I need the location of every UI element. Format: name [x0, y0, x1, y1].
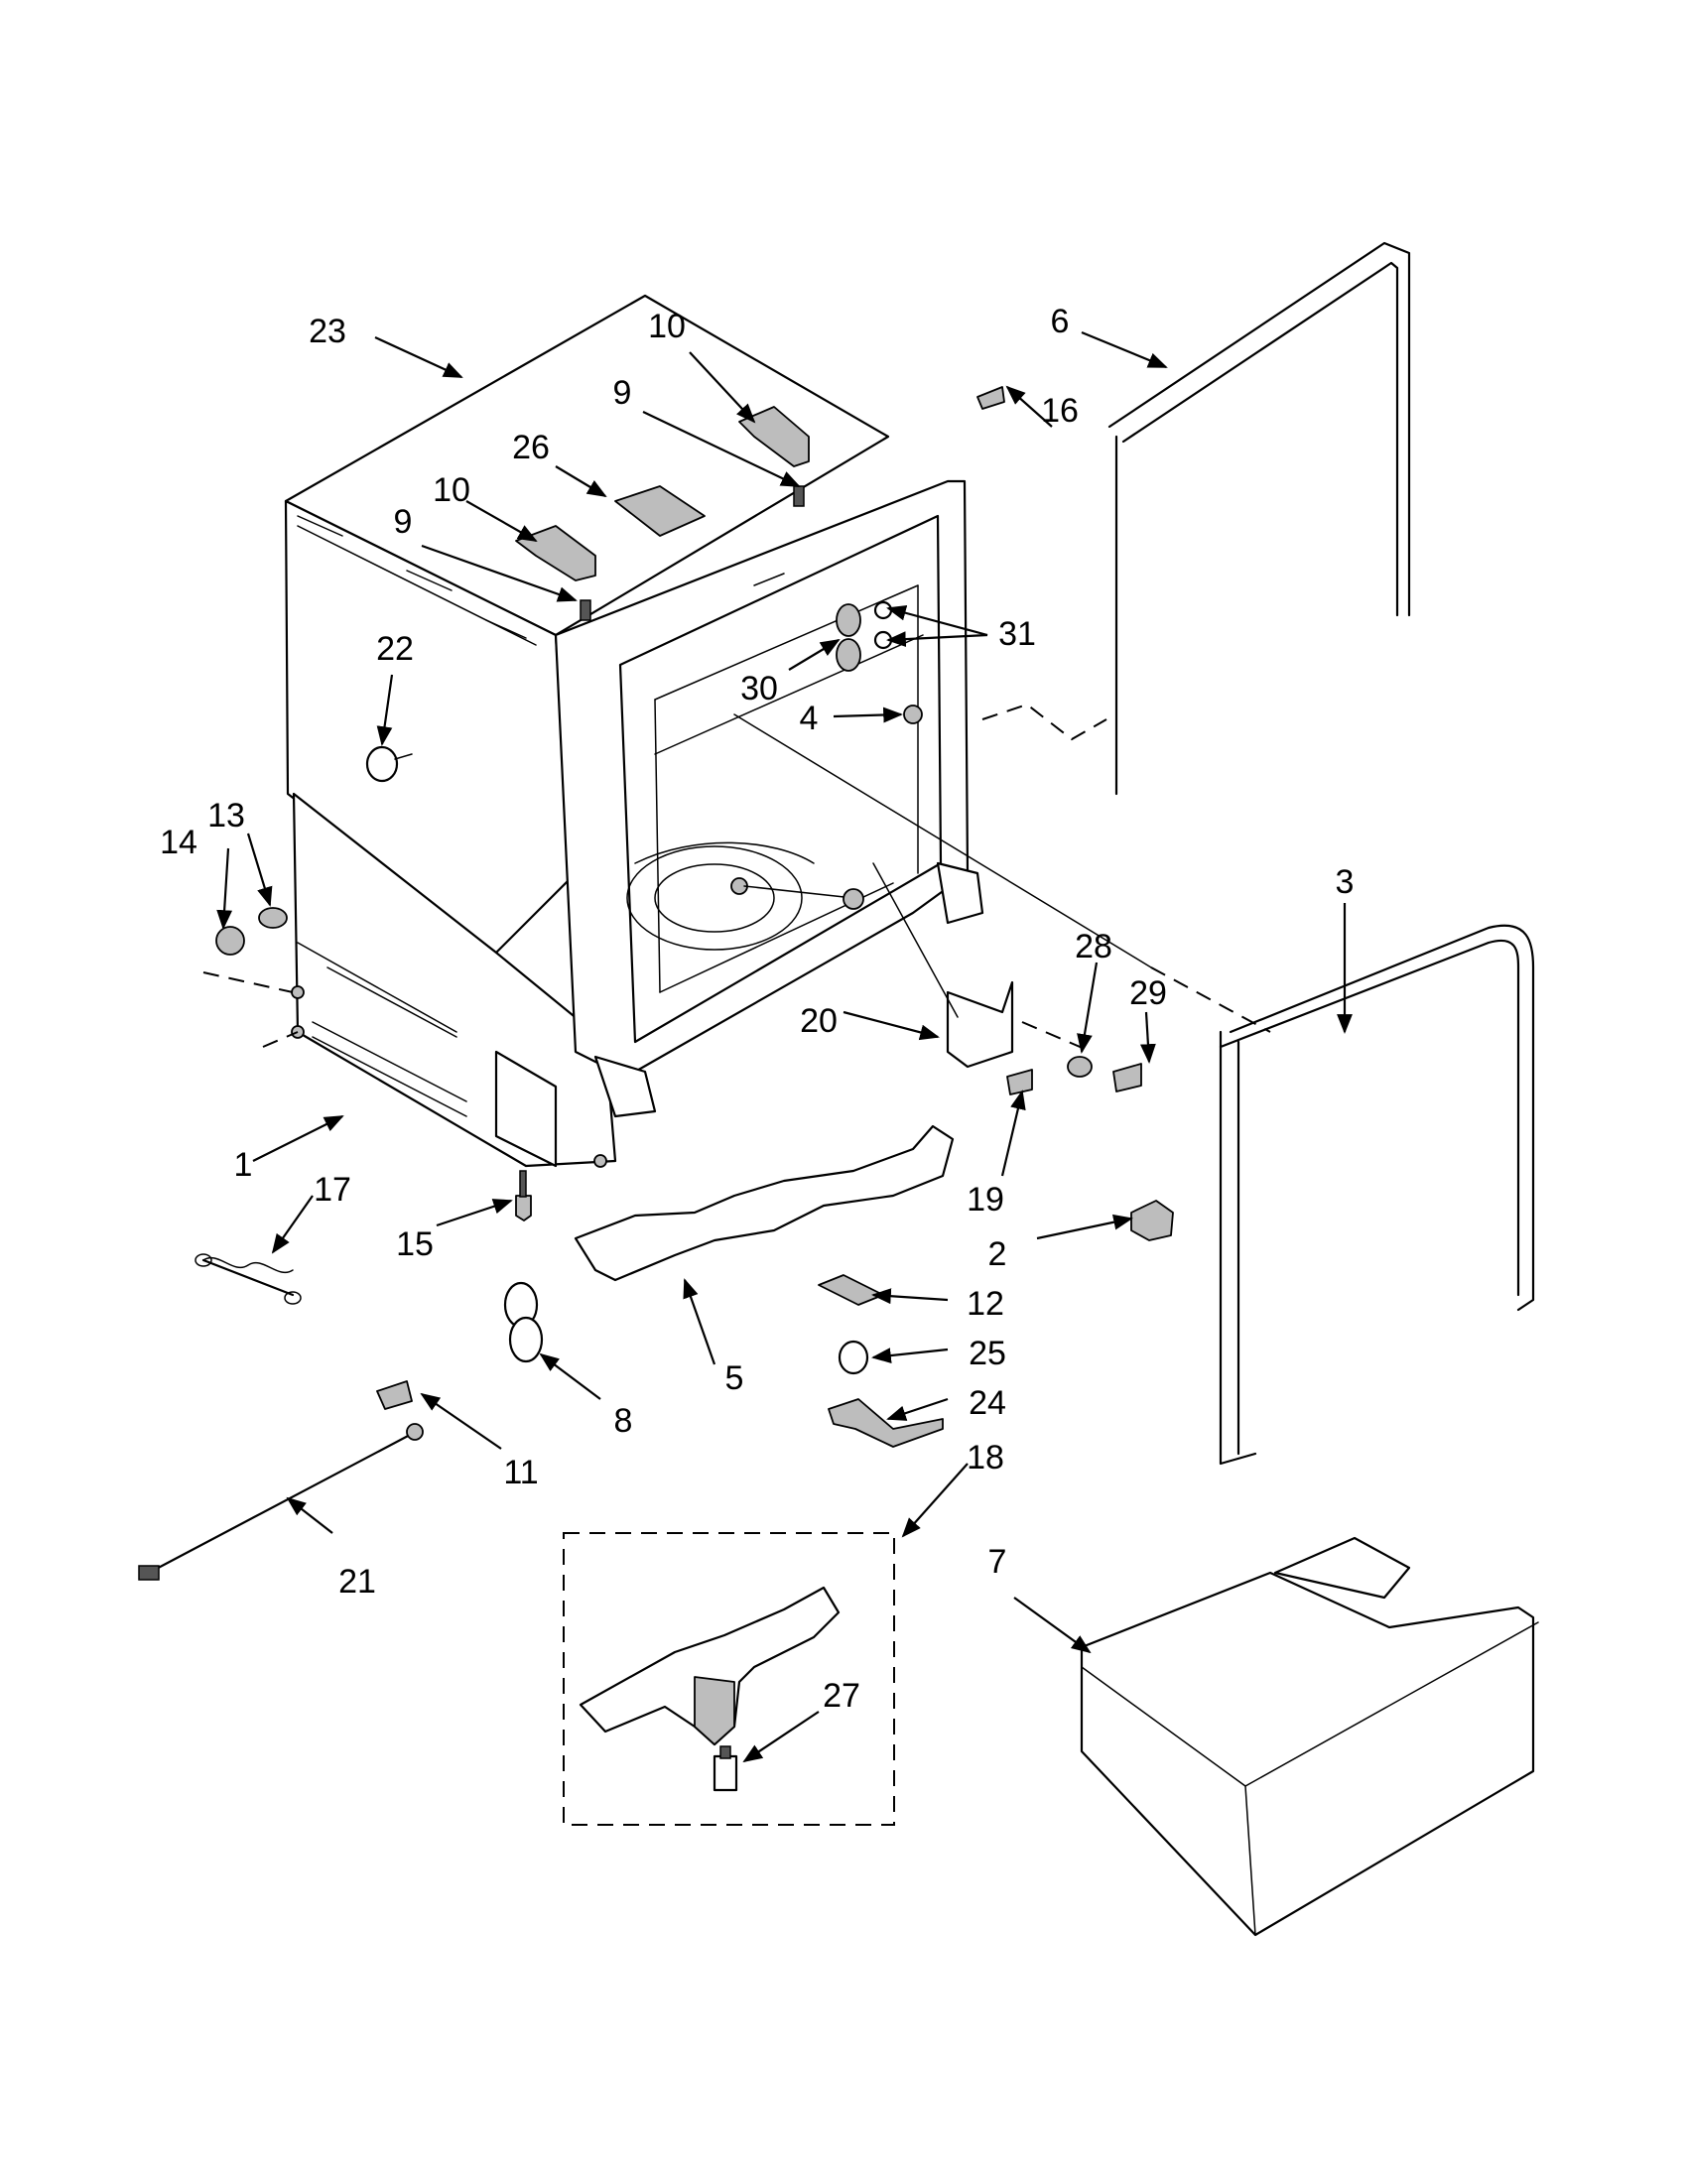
callout-15: 15 [396, 1225, 434, 1263]
align-dash-14 [202, 971, 294, 993]
cap-25 [838, 1340, 869, 1375]
callout-8: 8 [614, 1402, 633, 1440]
callout-18: 18 [967, 1439, 1004, 1477]
screw-13 [258, 907, 288, 929]
callout-6: 6 [1051, 303, 1070, 340]
align-dash-6 [981, 703, 1107, 741]
callout-9-top: 9 [613, 374, 632, 412]
tub-gasket [1219, 924, 1535, 1466]
align-solid-3 [733, 713, 1152, 968]
align-dash-20 [1021, 1021, 1093, 1053]
align-dash-3 [1150, 966, 1271, 1033]
hinge-bracket-10-top [738, 406, 810, 467]
callout-21: 21 [338, 1563, 376, 1601]
callout-12: 12 [967, 1285, 1004, 1323]
callout-31: 31 [998, 615, 1036, 653]
callout-2: 2 [988, 1235, 1007, 1273]
leader-lines [216, 330, 1353, 1763]
callout-5: 5 [725, 1359, 744, 1397]
foot-15 [515, 1195, 532, 1221]
screw-19 [1006, 1069, 1033, 1095]
callout-16: 16 [1041, 392, 1079, 430]
callout-9-left: 9 [394, 503, 413, 541]
callout-4: 4 [800, 700, 819, 737]
callout-26: 26 [512, 429, 550, 466]
bracket-24 [828, 1398, 944, 1448]
grommet-8-bottom [508, 1316, 544, 1363]
spring-17 [202, 1257, 294, 1273]
screw-29 [1112, 1063, 1142, 1092]
callout-1: 1 [234, 1146, 253, 1184]
fitting-4 [903, 705, 923, 724]
housing-18 [579, 1586, 841, 1746]
callout-23: 23 [309, 313, 346, 350]
bracket-20 [946, 980, 1014, 1069]
callout-19: 19 [967, 1181, 1004, 1219]
washer-31-a [873, 600, 893, 620]
nut-28 [1067, 1056, 1093, 1078]
door-seal-strip [1107, 241, 1411, 796]
callout-28: 28 [1075, 928, 1112, 965]
callout-3: 3 [1336, 863, 1355, 901]
nut-14 [215, 926, 245, 956]
cable-21 [147, 1432, 414, 1575]
screw-11 [376, 1380, 413, 1410]
callout-30: 30 [740, 670, 778, 707]
callout-labels: 23 10 9 26 10 9 22 6 16 31 30 4 14 13 1 … [160, 303, 1354, 1715]
screw-16 [976, 386, 1005, 410]
callout-29: 29 [1129, 974, 1167, 1012]
tub-assembly [284, 294, 984, 1168]
screw-9-top [793, 485, 805, 507]
callout-10-top: 10 [648, 308, 686, 345]
callout-11: 11 [503, 1454, 538, 1491]
part-18-dashed-box [563, 1532, 895, 1826]
clip-2 [1130, 1200, 1174, 1241]
label-12 [818, 1274, 884, 1306]
switch-27 [713, 1754, 738, 1792]
callout-13: 13 [207, 797, 245, 835]
bracket-30-top [836, 603, 861, 637]
bracket-30-bottom [836, 638, 861, 672]
plug-22 [365, 745, 399, 783]
align-dash-1 [262, 1031, 299, 1048]
callout-7: 7 [988, 1543, 1007, 1581]
callout-17: 17 [314, 1171, 351, 1209]
callout-24: 24 [969, 1384, 1006, 1422]
screw-9-left [580, 599, 591, 621]
callout-14: 14 [160, 824, 197, 861]
tub-base [1080, 1536, 1539, 1937]
shield-5 [574, 1124, 955, 1282]
callout-22: 22 [376, 630, 414, 668]
callout-10-left: 10 [433, 471, 470, 509]
label-26 [614, 485, 706, 537]
callout-27: 27 [823, 1677, 860, 1715]
callout-25: 25 [969, 1335, 1006, 1372]
callout-20: 20 [800, 1002, 838, 1040]
